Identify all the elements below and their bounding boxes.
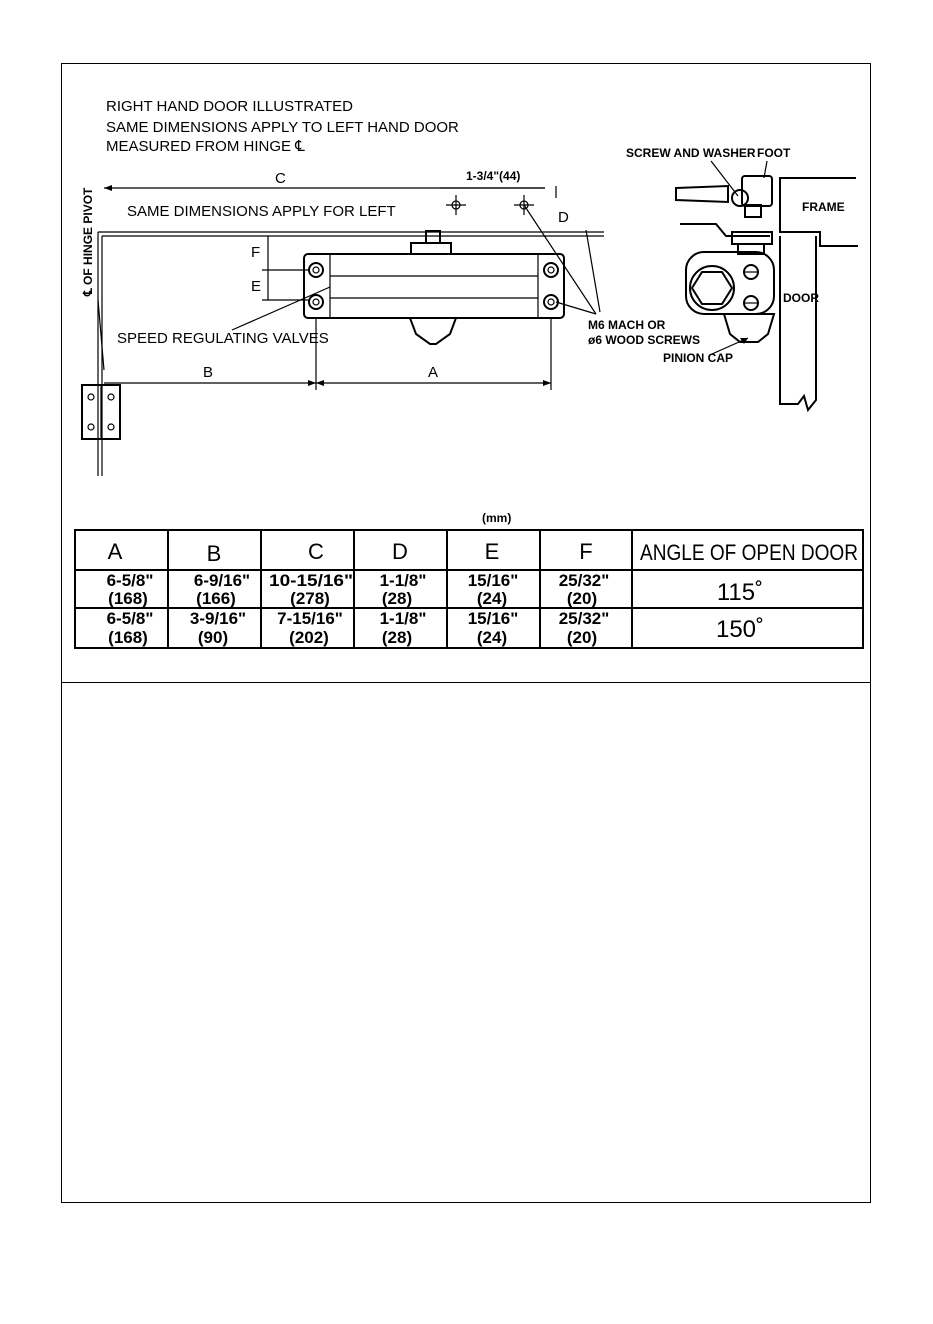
table-header-e: E [485,539,500,564]
table-cell: 6-9/16" [194,571,250,590]
table-cell: (28) [382,628,412,647]
table-cell: 15/16" [468,609,519,628]
table-cell: 1-1/8" [380,571,427,590]
table-cell: 6-5/8" [107,571,154,590]
dim-b-label: B [203,364,213,381]
mount-hole-bl [308,294,324,310]
side-pinion [722,313,776,343]
side-door [779,236,817,413]
table-cell: (20) [567,589,597,608]
table-cell: 10-15/16" [269,571,353,590]
side-arm [675,184,729,204]
screws-label-1: M6 MACH OR [588,318,666,332]
foot-label: FOOT [757,146,791,160]
mount-hole-tr [543,262,559,278]
drawing-frame [61,63,871,1203]
units-label: (mm) [482,511,511,525]
closer-body [303,253,565,319]
table-header-b: B [207,541,222,566]
table-cell: 25/32" [559,571,610,590]
table-header-c: C [308,539,324,564]
screws-label-2: ø6 WOOD SCREWS [588,333,700,347]
table-header-a: A [108,539,123,564]
table-cell: (202) [289,628,329,647]
dim-c-arrow-left [104,185,112,191]
table-cell: (90) [198,628,228,647]
dim-e-label: E [251,278,261,295]
table-cell: 1-1/8" [380,609,427,628]
table-header-f: F [579,539,592,564]
table-cell: (168) [108,628,148,647]
table-header-d: D [392,539,408,564]
mount-hole-tl [308,262,324,278]
table-cell: (20) [567,628,597,647]
table-cell: 25/32" [559,609,610,628]
dimension-table: A B C D E F ANGLE OF OPEN DOOR 6-5/8" (1… [74,529,864,649]
table-cell: 3-9/16" [190,609,246,628]
table-cell: 7-15/16" [277,609,343,628]
table-cell: 6-5/8" [107,609,154,628]
table-cell: (278) [290,589,330,608]
pinion-cap-label: PINION CAP [663,351,733,365]
screw-washer-label: SCREW AND WASHER [626,146,756,160]
table-angle-115: 115˚ [717,579,763,606]
table-angle-150: 150˚ [716,616,764,643]
side-hex-cap [689,265,735,311]
table-cell: (168) [108,589,148,608]
dim-d-label: D [558,209,569,226]
note-line-3: MEASURED FROM HINGE ℄ [106,138,305,155]
table-cell: (28) [382,589,412,608]
table-header-angle: ANGLE OF OPEN DOOR [640,540,858,565]
dim-offset-label: 1-3/4"(44) [466,169,520,183]
table-cell: (24) [477,589,507,608]
table-cell: (166) [196,589,236,608]
dim-f-label: F [251,244,260,261]
frame-divider [61,682,871,683]
closer-pinion [408,317,458,345]
table-cell: (24) [477,628,507,647]
side-screw [731,189,749,207]
table-cell: 15/16" [468,571,519,590]
dim-a-label: A [428,364,438,381]
frame-label: FRAME [802,200,845,214]
same-left-label: SAME DIMENSIONS APPLY FOR LEFT [127,203,396,220]
door-label: DOOR [783,291,819,305]
closer-top-bracket [410,242,452,255]
hinge-pivot-label: ℄ OF HINGE PIVOT [81,187,95,297]
speed-valves-label: SPEED REGULATING VALVES [117,330,329,347]
note-line-2: SAME DIMENSIONS APPLY TO LEFT HAND DOOR [106,119,459,136]
dim-c-label: C [275,170,286,187]
note-line-1: RIGHT HAND DOOR ILLUSTRATED [106,98,353,115]
side-frame [779,177,858,247]
mount-hole-br [543,294,559,310]
hinge-leader [97,299,105,371]
